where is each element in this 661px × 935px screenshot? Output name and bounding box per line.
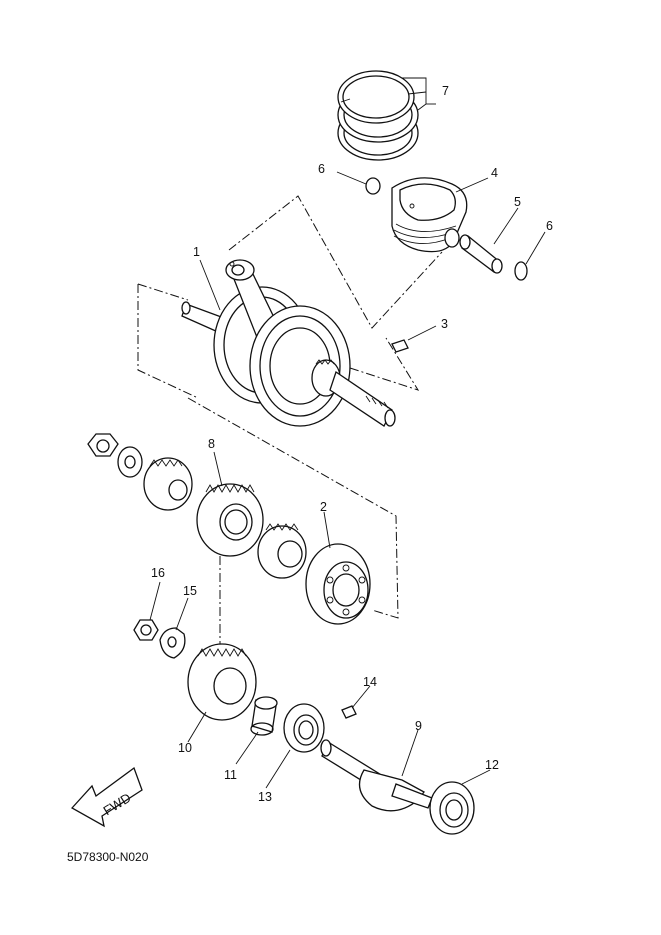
diagram-code: 5D78300-N020 xyxy=(67,850,149,864)
balancer-nut xyxy=(133,619,159,641)
part-label-11: 11 xyxy=(224,768,237,782)
part-label-7: 7 xyxy=(442,84,449,98)
part-label-10: 10 xyxy=(178,741,192,755)
primary-drive-gear xyxy=(196,483,264,557)
part-label-15: 15 xyxy=(183,584,197,598)
nut-washer-gear-cluster xyxy=(87,433,193,511)
lock-washer xyxy=(159,627,186,659)
part-labels: 7 6 4 5 6 1 3 8 2 16 15 14 9 10 12 11 13 xyxy=(151,84,553,804)
part-label-16: 16 xyxy=(151,566,165,580)
part-label-6b: 6 xyxy=(546,219,553,233)
piston-pin xyxy=(459,234,503,274)
part-label-4: 4 xyxy=(491,166,498,180)
piston-rings xyxy=(337,70,419,161)
circlip-left xyxy=(365,177,381,195)
circlip-right xyxy=(514,261,528,281)
balancer-key xyxy=(341,705,357,719)
balancer-shaft xyxy=(320,739,433,812)
spacer-collar xyxy=(250,696,278,736)
leader-lines xyxy=(149,77,546,789)
assembly-guide-lines xyxy=(137,195,443,648)
balancer-bearing-right xyxy=(429,781,475,835)
piston xyxy=(391,177,468,253)
part-label-5: 5 xyxy=(514,195,521,209)
part-label-9: 9 xyxy=(415,719,422,733)
part-label-6a: 6 xyxy=(318,162,325,176)
woodruff-key xyxy=(391,339,409,353)
part-label-3: 3 xyxy=(441,317,448,331)
part-label-2: 2 xyxy=(320,500,327,514)
part-label-1: 1 xyxy=(193,245,200,259)
part-label-13: 13 xyxy=(258,790,272,804)
part-label-14: 14 xyxy=(363,675,377,689)
crankshaft-bearing xyxy=(305,543,371,625)
crankshaft-assembly xyxy=(181,259,396,427)
balancer-bearing-left xyxy=(283,703,325,753)
forward-direction-arrow: FWD xyxy=(70,766,143,828)
part-label-8: 8 xyxy=(208,437,215,451)
balancer-drive-gear xyxy=(187,643,257,721)
timing-gear xyxy=(257,523,307,579)
part-label-12: 12 xyxy=(485,758,499,772)
